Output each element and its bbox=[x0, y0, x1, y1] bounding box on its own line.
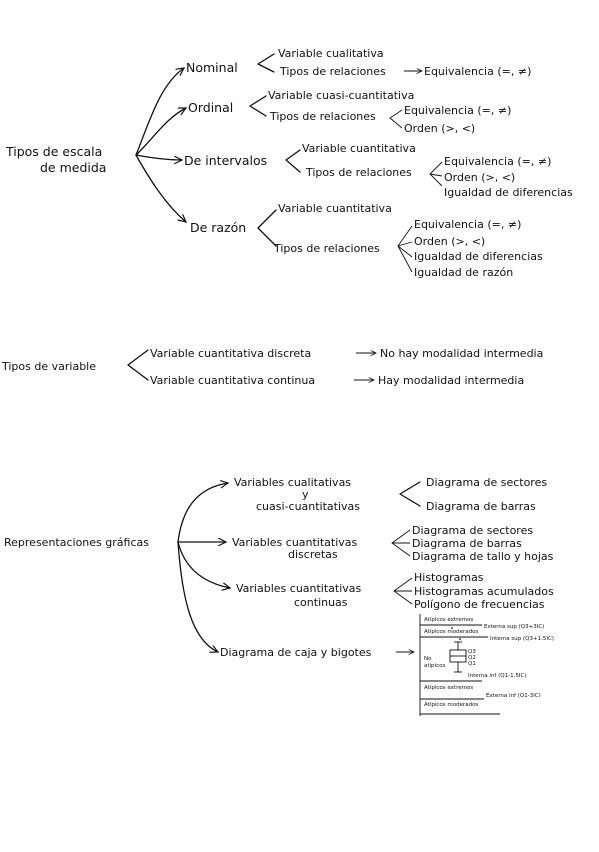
variable-discreta: Variable cuantitativa discreta bbox=[150, 347, 311, 360]
scales-root-line1: Tipos de escala bbox=[5, 144, 102, 159]
boxplot-sketch: Atípicos extremos Atípicos moderados No … bbox=[419, 614, 554, 716]
scale-intervalos: De intervalos bbox=[184, 153, 267, 168]
razon-rel-equivalencia: Equivalencia (=, ≠) bbox=[414, 218, 521, 231]
box-left-1: Atípicos moderados bbox=[424, 628, 478, 635]
razon-rel-razon: Igualdad de razón bbox=[414, 266, 513, 279]
box-left-3: atípicos bbox=[424, 662, 445, 669]
razon-rel-diferencias: Igualdad de diferencias bbox=[414, 250, 543, 263]
razon-rel-orden: Orden (>, <) bbox=[414, 235, 485, 248]
quartile-q2: Q2 bbox=[468, 655, 476, 661]
nominal-relations: Tipos de relaciones bbox=[279, 65, 386, 78]
scale-razon: De razón bbox=[190, 220, 246, 235]
nominal-variable: Variable cualitativa bbox=[278, 47, 384, 60]
continuas-acumulados: Histogramas acumulados bbox=[414, 585, 554, 598]
cualitativas-barras: Diagrama de barras bbox=[426, 500, 536, 513]
graphs-discretas-line1: Variables cuantitativas bbox=[232, 536, 358, 549]
graphs-discretas-line2: discretas bbox=[288, 548, 338, 561]
graphs-caja: Diagrama de caja y bigotes bbox=[220, 646, 372, 659]
continuas-poligono: Polígono de frecuencias bbox=[414, 598, 545, 611]
box-left-5: Atípicos moderados bbox=[424, 701, 478, 708]
scale-nominal: Nominal bbox=[186, 60, 238, 75]
nominal-rel-equivalencia: Equivalencia (=, ≠) bbox=[424, 65, 531, 78]
graphs-cualitativas-line3: cuasi-cuantitativas bbox=[256, 500, 360, 513]
graphs-continuas-line1: Variables cuantitativas bbox=[236, 582, 362, 595]
quartile-q1: Q1 bbox=[468, 661, 476, 667]
scales-section: Tipos de escala de medida Nominal Variab… bbox=[5, 47, 573, 279]
variables-root: Tipos de variable bbox=[1, 360, 96, 373]
intervalos-rel-equivalencia: Equivalencia (=, ≠) bbox=[444, 155, 551, 168]
discreta-result: No hay modalidad intermedia bbox=[380, 347, 543, 360]
ordinal-rel-orden: Orden (>, <) bbox=[404, 122, 475, 135]
variable-continua: Variable cuantitativa continua bbox=[150, 374, 315, 387]
box-right-1: Interna sup (Q3+1.5IC) bbox=[490, 636, 554, 642]
box-right-0: Externa sup (Q3+3IC) bbox=[484, 624, 544, 630]
graphs-root: Representaciones gráficas bbox=[4, 536, 149, 549]
continua-result: Hay modalidad intermedia bbox=[378, 374, 524, 387]
graphs-section: Representaciones gráficas Variables cual… bbox=[4, 476, 554, 716]
intervalos-rel-orden: Orden (>, <) bbox=[444, 171, 515, 184]
discretas-sectores: Diagrama de sectores bbox=[412, 524, 533, 537]
quartile-q3: Q3 bbox=[468, 649, 476, 655]
box-left-4: Atípicos extremos bbox=[424, 684, 473, 691]
outlier-dot bbox=[459, 638, 461, 640]
box-left-0: Atípicos extremos bbox=[424, 616, 473, 623]
graphs-cualitativas-line1: Variables cualitativas bbox=[234, 476, 351, 489]
ordinal-variable: Variable cuasi-cuantitativa bbox=[268, 89, 414, 102]
intervalos-relations: Tipos de relaciones bbox=[305, 166, 412, 179]
discretas-barras: Diagrama de barras bbox=[412, 537, 522, 550]
graphs-continuas-line2: continuas bbox=[294, 596, 348, 609]
box-right-3: Externa inf (Q1-3IC) bbox=[486, 693, 541, 699]
continuas-histogramas: Histogramas bbox=[414, 571, 484, 584]
outlier-dot bbox=[451, 627, 453, 629]
razon-variable: Variable cuantitativa bbox=[278, 202, 392, 215]
razon-relations: Tipos de relaciones bbox=[273, 242, 380, 255]
box-left-2: No bbox=[424, 656, 432, 662]
box-right-2: Interna inf (Q1-1.5IC) bbox=[468, 673, 526, 679]
variables-section: Tipos de variable Variable cuantitativa … bbox=[1, 347, 543, 387]
ordinal-rel-equivalencia: Equivalencia (=, ≠) bbox=[404, 104, 511, 117]
ordinal-relations: Tipos de relaciones bbox=[269, 110, 376, 123]
intervalos-variable: Variable cuantitativa bbox=[302, 142, 416, 155]
intervalos-rel-diferencias: Igualdad de diferencias bbox=[444, 186, 573, 199]
discretas-tallo: Diagrama de tallo y hojas bbox=[412, 550, 554, 563]
cualitativas-sectores: Diagrama de sectores bbox=[426, 476, 547, 489]
graphs-cualitativas-line2: y bbox=[302, 488, 309, 501]
scale-ordinal: Ordinal bbox=[188, 100, 233, 115]
scales-root-line2: de medida bbox=[40, 160, 106, 175]
